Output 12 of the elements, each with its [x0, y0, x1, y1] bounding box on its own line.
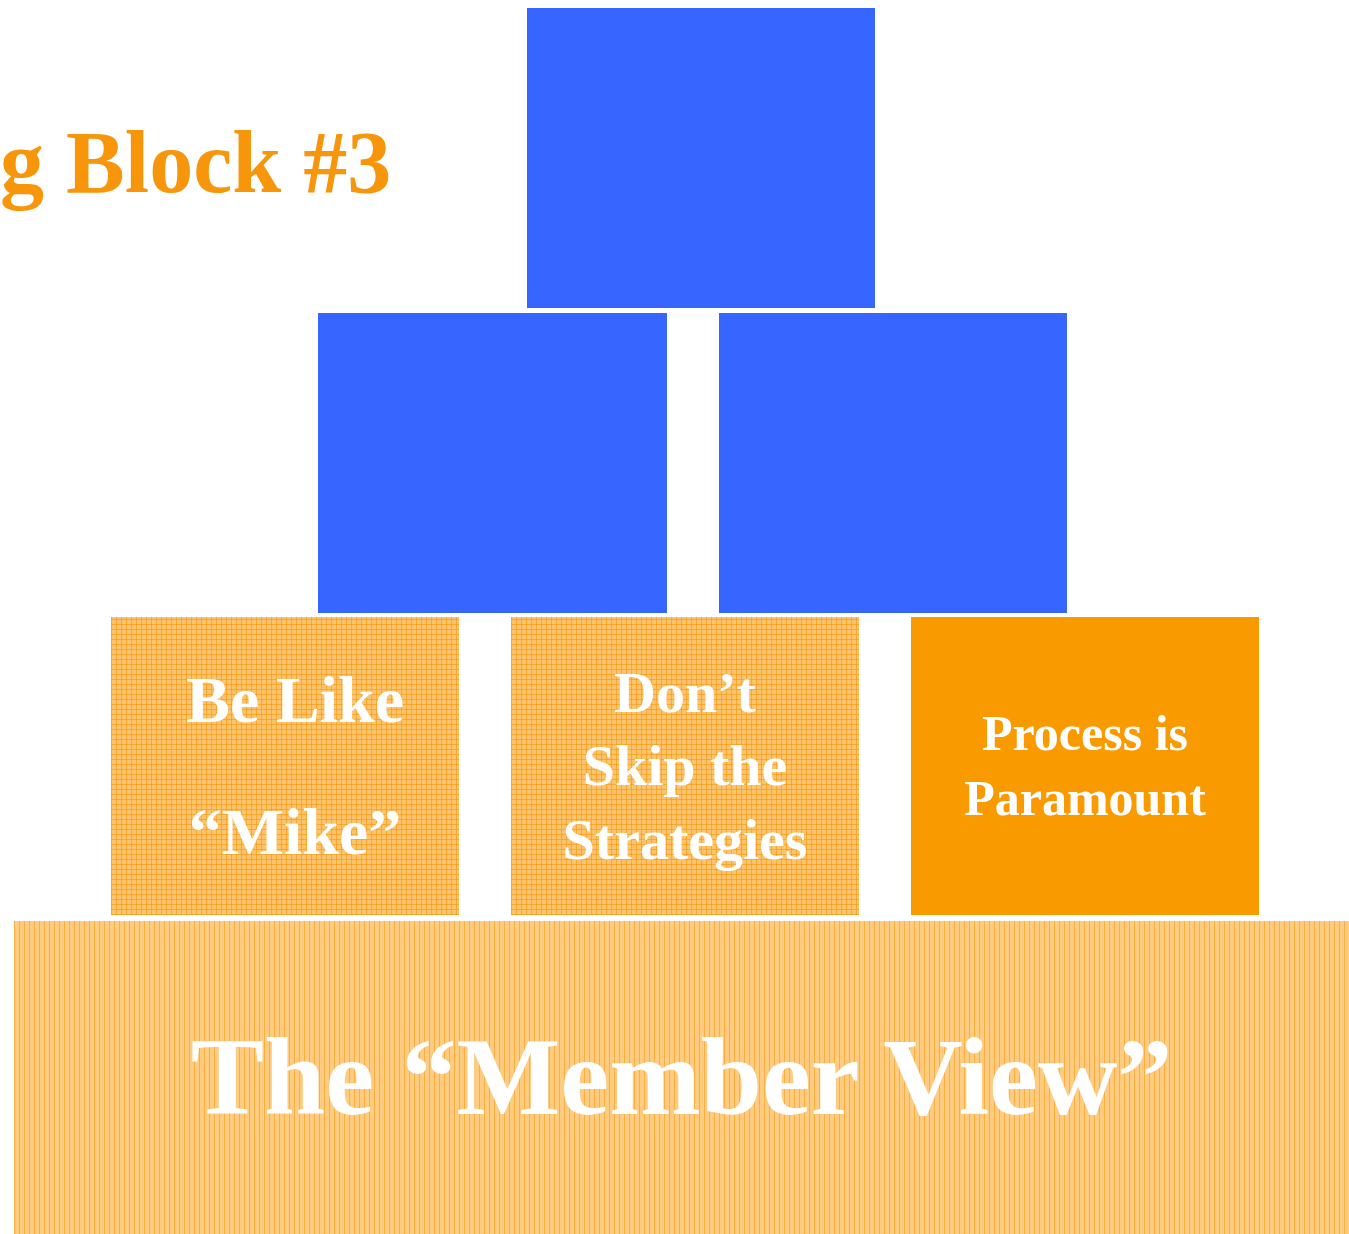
block	[318, 313, 667, 613]
block-label: Don’t Skip the Strategies	[562, 658, 808, 874]
block	[527, 8, 875, 308]
block	[719, 313, 1067, 613]
block-label: The “Member View”	[190, 1017, 1173, 1138]
block-label: Be Like “Mike”	[184, 662, 406, 870]
title: g Block #3	[0, 115, 392, 212]
block-label: Process is Paramount	[963, 704, 1207, 828]
block	[511, 617, 859, 915]
block	[911, 617, 1259, 915]
block	[111, 617, 459, 915]
foundation-block	[14, 921, 1349, 1234]
